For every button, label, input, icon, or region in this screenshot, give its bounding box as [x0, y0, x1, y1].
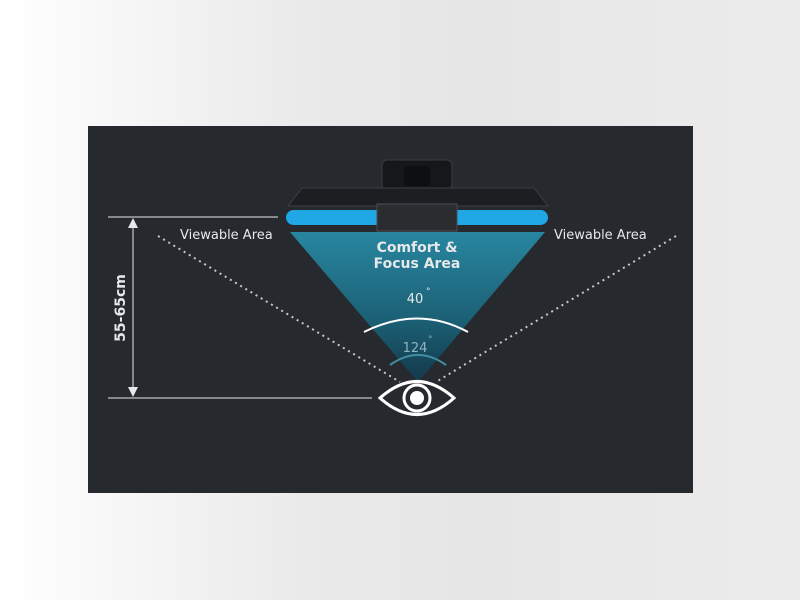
comfort-label-line2: Focus Area [374, 256, 461, 272]
angle-40-label: 40 [407, 292, 424, 307]
eye-icon [377, 380, 457, 416]
angle-40-degree: ° [426, 287, 431, 297]
comfort-focus-cone [290, 232, 545, 382]
viewable-area-line-right [435, 235, 677, 383]
angle-124-degree: ° [428, 335, 433, 345]
viewable-area-label-left: Viewable Area [180, 228, 273, 243]
monitor-stand-base [376, 203, 458, 232]
distance-label: 55-65cm [113, 274, 129, 342]
angle-arc-40 [363, 317, 469, 333]
distance-measure [108, 216, 372, 399]
angle-arc-124 [389, 354, 447, 366]
distance-arrow-top [128, 218, 138, 228]
monitor-body [286, 187, 550, 207]
comfort-label-line1: Comfort & [377, 240, 458, 256]
monitor-icon [286, 159, 550, 232]
distance-arrow-bottom [128, 387, 138, 397]
viewable-area-label-right: Viewable Area [554, 228, 647, 243]
viewable-area-line-left [157, 235, 401, 383]
angle-124-label: 124 [403, 341, 428, 356]
